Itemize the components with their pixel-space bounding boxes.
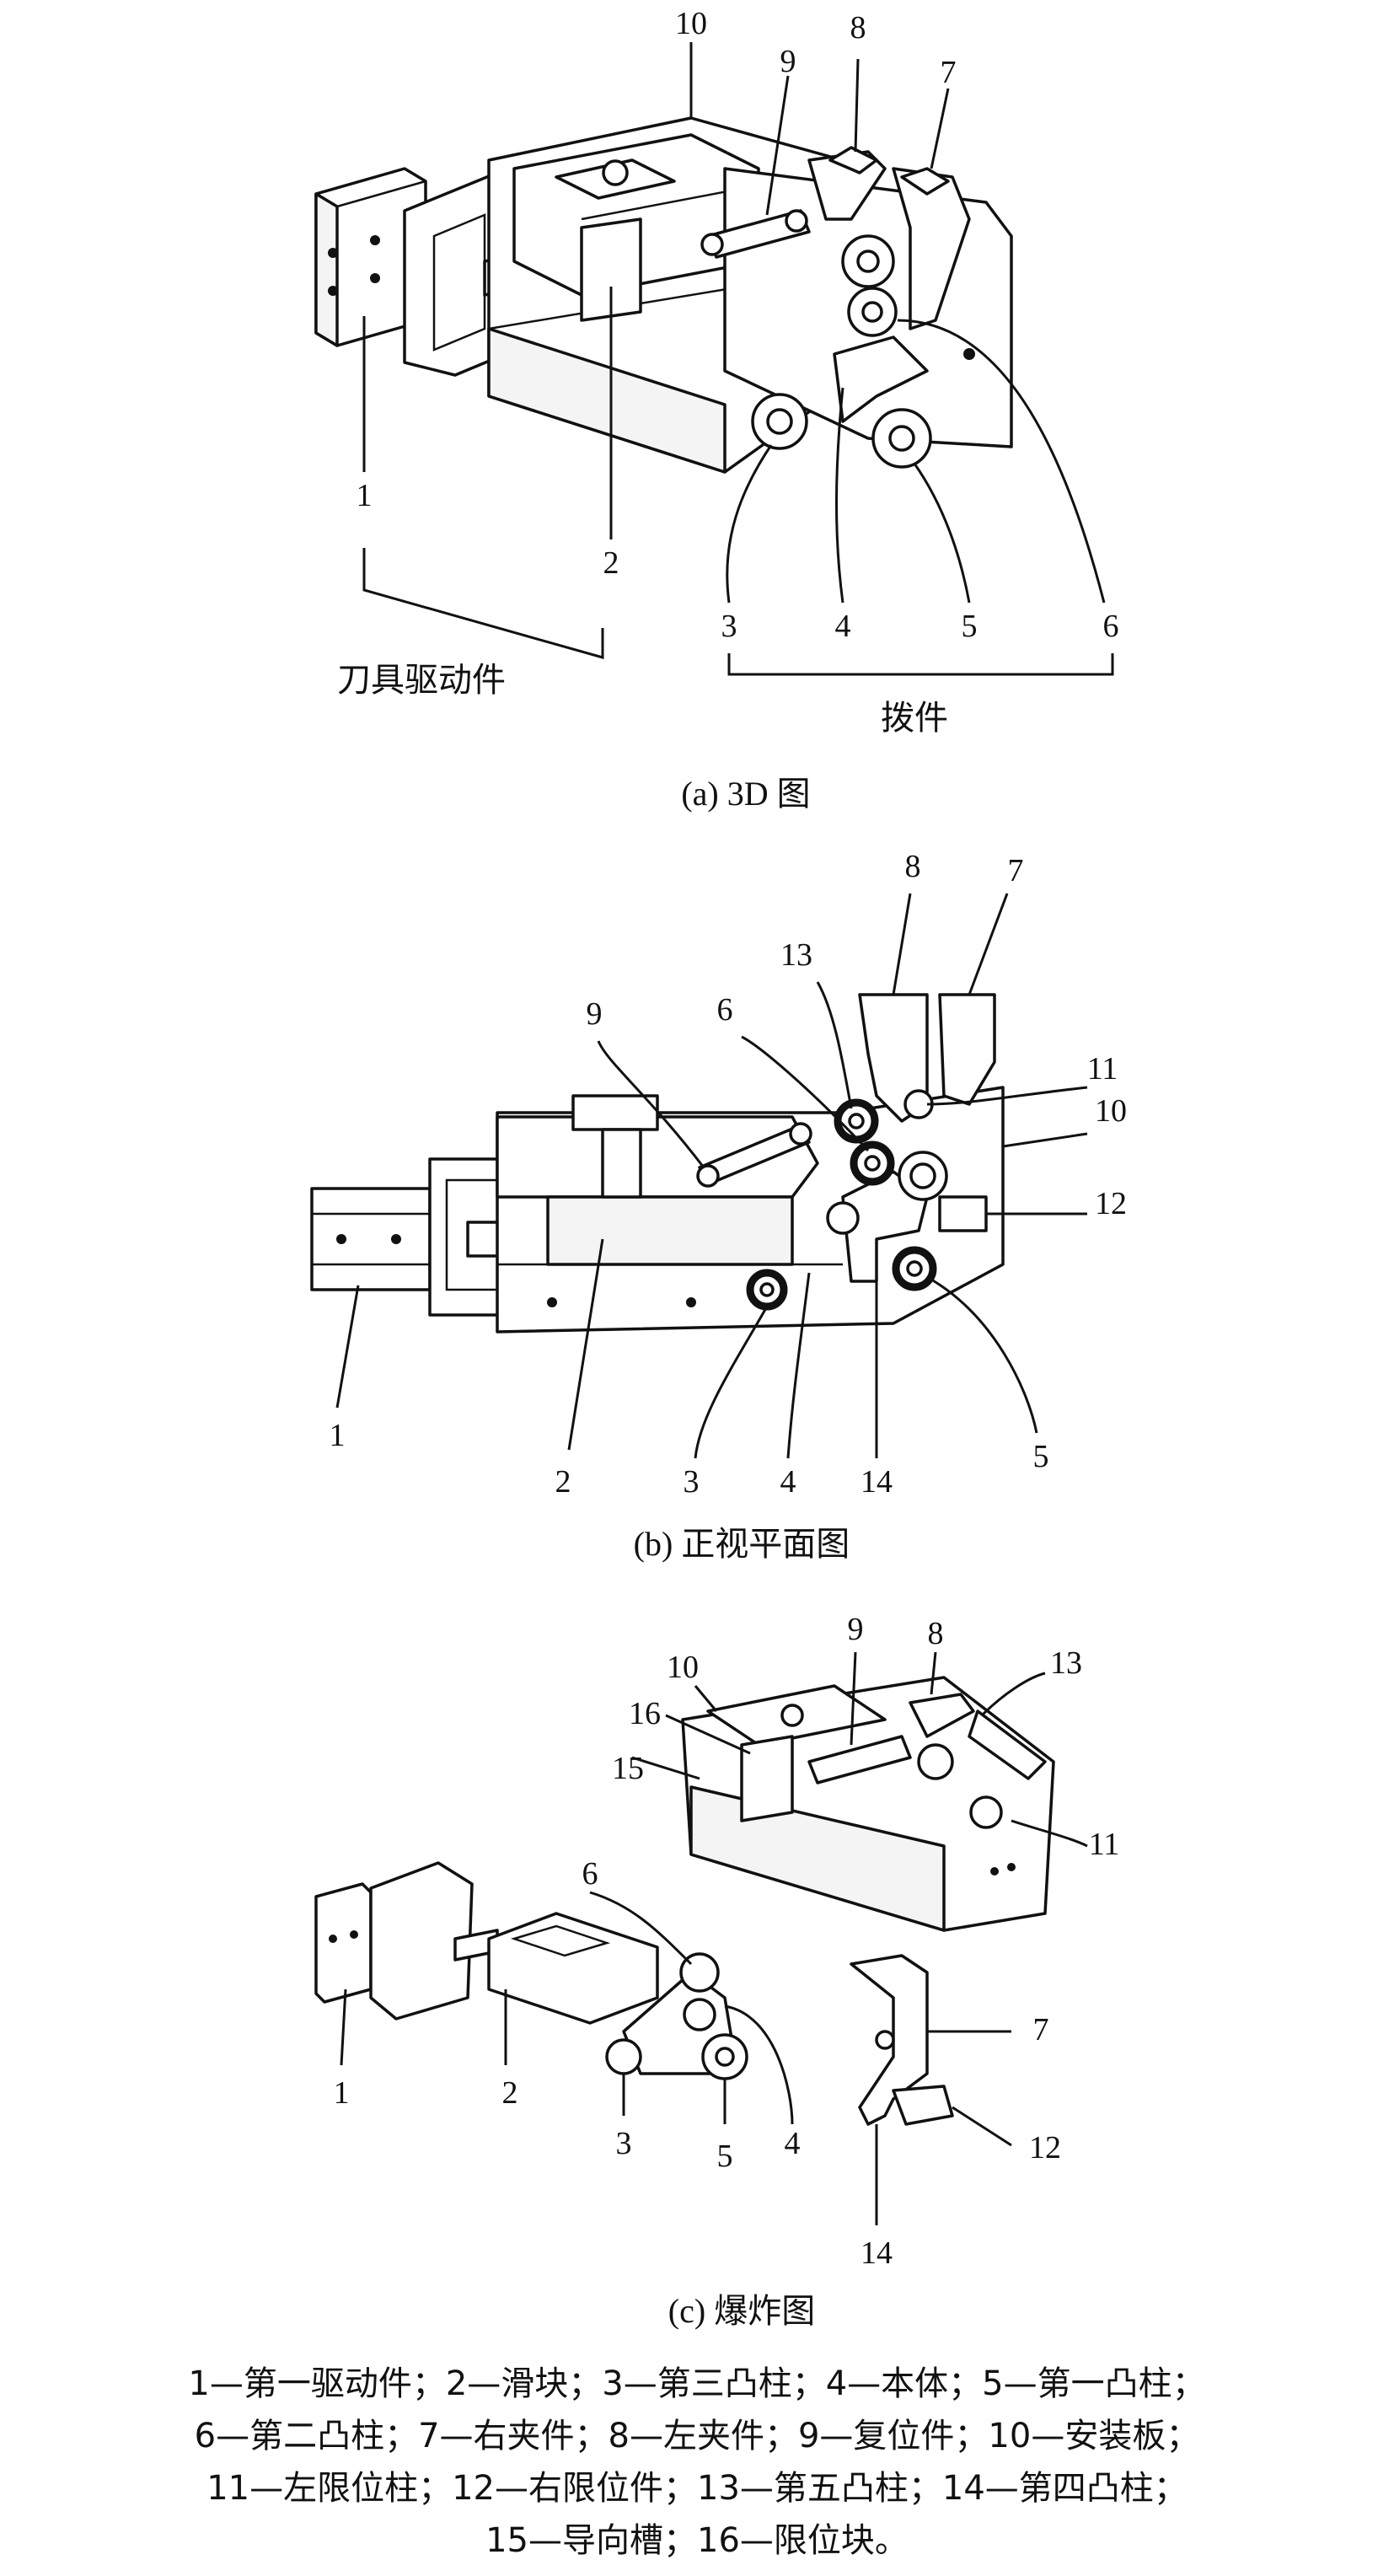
label-c-7: 7 <box>1033 2012 1049 2047</box>
label-c-9: 9 <box>848 1612 864 1647</box>
label-a-3: 3 <box>721 609 737 644</box>
boss-center-b <box>898 1151 948 1201</box>
panel-a-3d-view: 1 2 3 4 5 6 7 8 9 10 刀具驱动件 拨件 (a) 3D 图 <box>314 6 1119 813</box>
legend-line-1: 1—第一驱动件；2—滑块；3—第三凸柱；4—本体；5—第一凸柱； <box>188 2364 1206 2403</box>
caption-b: (b) 正视平面图 <box>634 1525 850 1563</box>
label-c-4: 4 <box>785 2126 801 2161</box>
legend-line-2: 6—第二凸柱；7—右夹件；8—左夹件；9—复位件；10—安装板； <box>194 2417 1200 2455</box>
label-a-8: 8 <box>850 10 866 46</box>
panel-c-exploded-view: 1 2 3 4 5 6 7 8 9 10 11 12 13 14 15 16 (… <box>314 1612 1120 2330</box>
boss-3a <box>751 393 808 450</box>
boss-3b <box>746 1269 788 1311</box>
label-a-1: 1 <box>357 478 373 513</box>
label-c-10: 10 <box>667 1650 699 1685</box>
label-b-11: 11 <box>1087 1051 1118 1087</box>
label-c-2: 2 <box>502 2075 518 2111</box>
label-a-10: 10 <box>675 6 707 41</box>
label-b-5: 5 <box>1033 1439 1049 1474</box>
label-b-9: 9 <box>587 996 603 1032</box>
group-label-dial: 拨件 <box>881 699 948 738</box>
panel-b-front-view: 1 2 3 4 5 6 7 8 9 10 11 12 13 14 (b) 正视平… <box>310 849 1127 1563</box>
label-c-8: 8 <box>928 1616 944 1651</box>
boss-6a <box>841 234 895 288</box>
label-b-2: 2 <box>555 1464 571 1500</box>
label-a-4: 4 <box>835 609 851 644</box>
label-b-8: 8 <box>905 849 921 884</box>
label-c-3: 3 <box>616 2126 632 2161</box>
label-a-6: 6 <box>1103 609 1119 644</box>
boss-5b <box>892 1246 937 1291</box>
caption-c: (c) 爆炸图 <box>668 2292 815 2330</box>
label-b-1: 1 <box>330 1418 346 1453</box>
legend-line-3: 11—左限位柱；12—右限位件；13—第五凸柱；14—第四凸柱； <box>206 2469 1188 2508</box>
label-c-11: 11 <box>1089 1827 1120 1862</box>
boss-left-b <box>826 1201 860 1235</box>
label-c-15: 15 <box>612 1751 644 1786</box>
label-c-12: 12 <box>1029 2130 1061 2165</box>
label-c-14: 14 <box>861 2235 893 2271</box>
label-a-7: 7 <box>941 55 957 90</box>
group-label-tool-drive: 刀具驱动件 <box>337 661 506 700</box>
label-a-5: 5 <box>962 609 978 644</box>
boss-6b <box>850 1140 895 1186</box>
label-a-9: 9 <box>780 44 796 79</box>
legend-line-4: 15—导向槽；16—限位块。 <box>485 2521 909 2560</box>
label-a-2: 2 <box>603 545 619 581</box>
label-c-6: 6 <box>582 1856 598 1892</box>
label-b-3: 3 <box>684 1464 700 1500</box>
caption-a: (a) 3D 图 <box>681 775 810 813</box>
label-b-12: 12 <box>1095 1186 1127 1221</box>
label-c-13: 13 <box>1050 1645 1082 1681</box>
label-c-16: 16 <box>629 1696 661 1731</box>
label-c-1: 1 <box>334 2075 350 2111</box>
boss-13b <box>834 1098 879 1144</box>
label-b-6: 6 <box>717 992 733 1028</box>
label-b-10: 10 <box>1095 1093 1127 1129</box>
label-b-14: 14 <box>861 1464 893 1500</box>
label-b-7: 7 <box>1008 853 1024 888</box>
boss-5a <box>871 408 932 469</box>
boss-6b <box>847 287 898 337</box>
label-b-13: 13 <box>780 937 812 973</box>
label-b-4: 4 <box>780 1464 796 1500</box>
label-c-5: 5 <box>717 2139 733 2174</box>
